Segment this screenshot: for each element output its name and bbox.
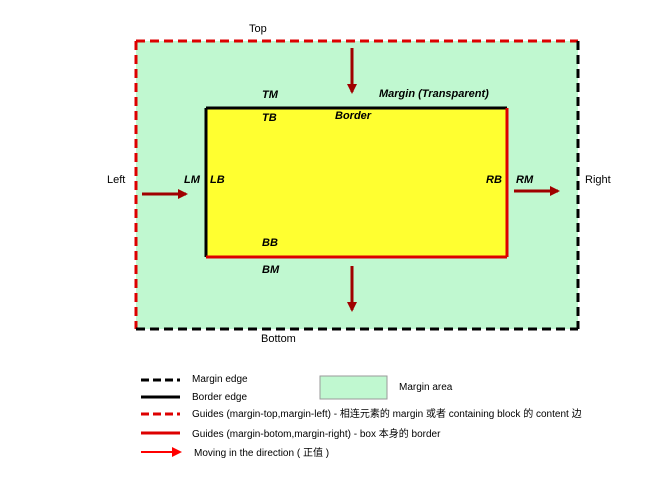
label-right-margin: RM xyxy=(516,174,534,186)
legend-sample-margin-area xyxy=(319,375,388,400)
label-bottom-margin: BM xyxy=(262,264,280,276)
legend-margin-area: Margin area xyxy=(399,382,453,393)
label-bottom-border: BB xyxy=(262,237,278,249)
label-top: Top xyxy=(249,23,267,35)
label-border: Border xyxy=(335,110,372,122)
label-top-margin: TM xyxy=(262,89,278,101)
label-top-border: TB xyxy=(262,112,277,124)
label-right: Right xyxy=(585,174,611,186)
label-left: Left xyxy=(107,174,126,186)
legend-guides-bottom-right: Guides (margin-botom,margin-right) - box… xyxy=(192,429,441,440)
legend-moving-direction: Moving in the direction ( 正值 ) xyxy=(194,448,330,459)
label-bottom: Bottom xyxy=(261,333,296,345)
legend-guides-top-left: Guides (margin-top,margin-left) - 相连元素的 … xyxy=(192,409,582,420)
label-right-border: RB xyxy=(486,174,502,186)
legend-border-edge: Border edge xyxy=(192,392,248,403)
label-left-border: LB xyxy=(210,174,225,186)
label-left-margin: LM xyxy=(184,174,200,186)
label-margin-transparent: Margin (Transparent) xyxy=(379,88,489,100)
legend-margin-edge: Margin edge xyxy=(192,374,248,385)
content-box xyxy=(206,108,507,257)
